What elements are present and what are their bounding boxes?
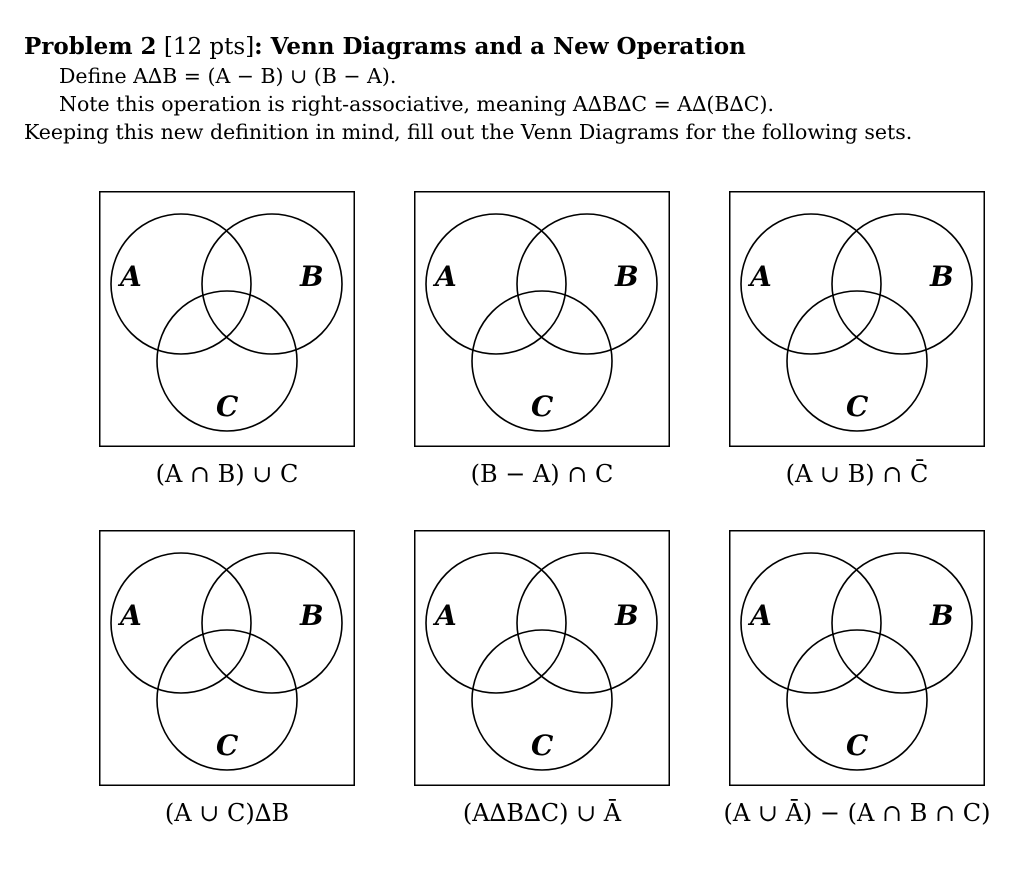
circle-c bbox=[156, 629, 298, 771]
label-c: C bbox=[216, 390, 239, 423]
venn-diagram-5[interactable]: A B C bbox=[414, 530, 670, 786]
venn-diagram-6[interactable]: A B C bbox=[729, 530, 985, 786]
label-a: A bbox=[747, 260, 772, 293]
circle-c bbox=[156, 290, 298, 432]
diagram-caption: (A ∪ C)∆B bbox=[164, 799, 290, 827]
problem-points: [12 pts] bbox=[156, 34, 255, 60]
circle-a bbox=[425, 552, 567, 694]
universe-box bbox=[99, 191, 355, 447]
circle-c bbox=[786, 629, 928, 771]
associativity-note: Note this operation is right-associative… bbox=[59, 92, 774, 116]
problem-subtitle: : Venn Diagrams and a New Operation bbox=[254, 33, 746, 60]
circle-a bbox=[425, 213, 567, 355]
diagram-caption: (B − A) ∩ C bbox=[470, 460, 614, 488]
definition-line: Define A∆B = (A − B) ∪ (B − A). bbox=[59, 64, 397, 88]
circle-c bbox=[471, 290, 613, 432]
venn-diagram-2[interactable]: A B C bbox=[414, 191, 670, 447]
diagram-caption: (A∆B∆C) ∪ Ā bbox=[462, 799, 622, 827]
label-c: C bbox=[846, 729, 869, 762]
instruction-line: Keeping this new definition in mind, fil… bbox=[24, 120, 913, 144]
universe-box bbox=[729, 191, 985, 447]
universe-box bbox=[414, 191, 670, 447]
circle-b bbox=[201, 213, 343, 355]
label-c: C bbox=[846, 390, 869, 423]
label-b: B bbox=[299, 599, 324, 632]
problem-title: Problem 2 bbox=[24, 33, 157, 60]
label-b: B bbox=[299, 260, 324, 293]
label-b: B bbox=[929, 599, 954, 632]
diagram-caption: (A ∪ Ā) − (A ∩ B ∩ C) bbox=[723, 799, 991, 827]
label-a: A bbox=[432, 260, 457, 293]
label-b: B bbox=[614, 260, 639, 293]
circle-c bbox=[471, 629, 613, 771]
universe-box bbox=[729, 530, 985, 786]
venn-diagram-1[interactable]: A B C bbox=[99, 191, 355, 447]
label-c: C bbox=[531, 390, 554, 423]
label-a: A bbox=[117, 599, 142, 632]
universe-box bbox=[414, 530, 670, 786]
circle-b bbox=[516, 213, 658, 355]
circle-a bbox=[110, 213, 252, 355]
circle-a bbox=[740, 552, 882, 694]
venn-diagram-4[interactable]: A B C bbox=[99, 530, 355, 786]
diagram-caption: (A ∩ B) ∪ C bbox=[155, 460, 299, 488]
circle-b bbox=[831, 552, 973, 694]
circle-c bbox=[786, 290, 928, 432]
diagram-caption: (A ∪ B) ∩ C̄ bbox=[785, 460, 929, 488]
label-a: A bbox=[432, 599, 457, 632]
circle-a bbox=[110, 552, 252, 694]
label-a: A bbox=[747, 599, 772, 632]
circle-b bbox=[516, 552, 658, 694]
venn-diagram-3[interactable]: A B C bbox=[729, 191, 985, 447]
universe-box bbox=[99, 530, 355, 786]
label-c: C bbox=[531, 729, 554, 762]
label-b: B bbox=[614, 599, 639, 632]
label-a: A bbox=[117, 260, 142, 293]
problem-heading: Problem 2 [12 pts]: Venn Diagrams and a … bbox=[24, 32, 1004, 62]
circle-a bbox=[740, 213, 882, 355]
label-c: C bbox=[216, 729, 239, 762]
label-b: B bbox=[929, 260, 954, 293]
circle-b bbox=[201, 552, 343, 694]
circle-b bbox=[831, 213, 973, 355]
problem-header: Problem 2 [12 pts]: Venn Diagrams and a … bbox=[24, 32, 1004, 146]
